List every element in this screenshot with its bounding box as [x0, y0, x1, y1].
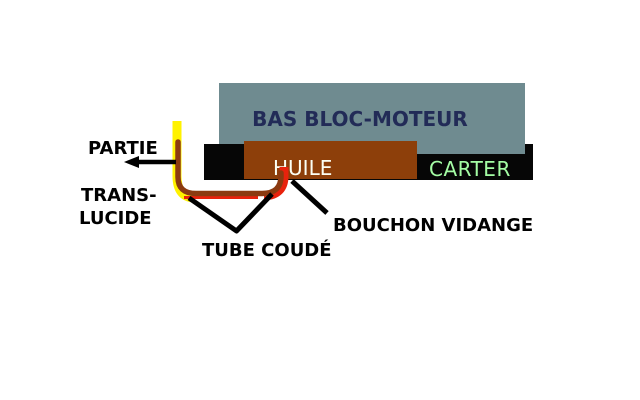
translucide-annotation-line2: LUCIDE: [79, 208, 152, 229]
tube-coude-annotation: TUBE COUDÉ: [202, 240, 332, 261]
carter-label: CARTER: [429, 157, 511, 181]
translucent-part-line: [172, 121, 195, 203]
bouchon-vidange-annotation: BOUCHON VIDANGE: [333, 215, 534, 236]
tube-coude-pointer-line: [187, 192, 274, 234]
partie-annotation: PARTIE: [88, 138, 158, 159]
engine-block-label: BAS BLOC-MOTEUR: [252, 107, 468, 131]
translucide-annotation-line1: TRANS-: [81, 185, 157, 206]
bouchon-pointer-line: [290, 179, 329, 215]
oil-label: HUILE: [273, 156, 333, 180]
carter-sump-left-section: [204, 144, 246, 177]
